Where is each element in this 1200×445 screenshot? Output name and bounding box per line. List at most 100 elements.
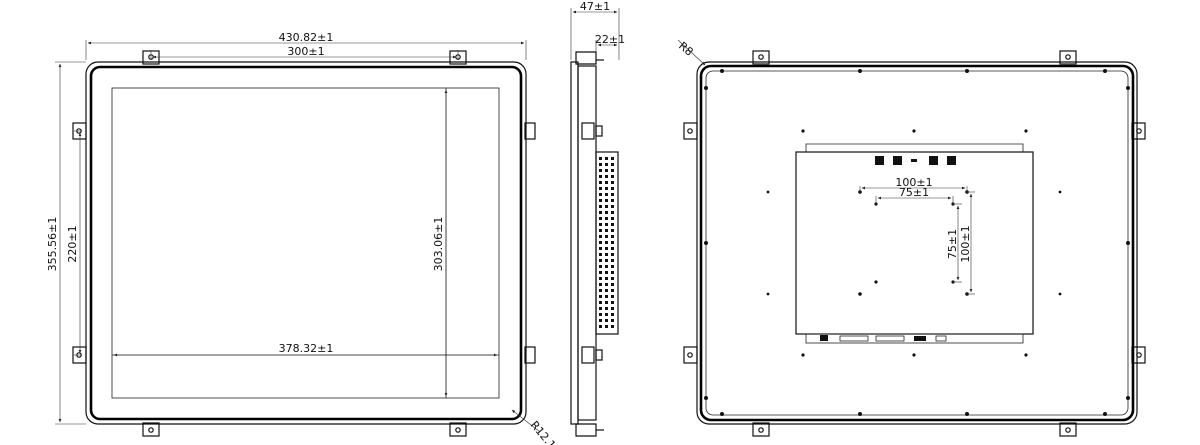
vent-slot [605,253,608,256]
vent-slot [599,277,602,280]
rear-view: R8 [676,39,1146,437]
vent-slot [611,271,614,274]
vent-slot [611,211,614,214]
vent-slot [611,289,614,292]
vent-slot [611,229,614,232]
front-bottom-brackets [142,422,467,437]
rear-corner-radius-label: R8 [676,39,696,58]
vent-slot [605,157,608,160]
vent-slot [605,271,608,274]
vent-slot [605,187,608,190]
vent-slot [605,259,608,262]
front-bracket-height-label: 220±1 [66,225,79,262]
rear-frame-outer [696,61,1138,425]
vent-slot [599,247,602,250]
vent-slot [611,175,614,178]
vesa-holes [858,190,969,296]
front-bezel-inner [89,65,523,421]
vent-slot [611,265,614,268]
vent-slot [611,181,614,184]
vent-slot [599,313,602,316]
vesa-outer-width-label: 100±1 [895,176,932,189]
vent-slot [599,301,602,304]
display-area [111,87,500,399]
vent-slot [611,235,614,238]
vent-slot [599,169,602,172]
vent-slot [611,295,614,298]
vent-slot [599,265,602,268]
rear-top-brackets [752,50,1077,437]
vent-slot [605,301,608,304]
vent-slot [605,265,608,268]
vent-slot [599,193,602,196]
vent-slot [605,283,608,286]
vent-slot [599,199,602,202]
vent-slot [611,277,614,280]
vent-slot [605,217,608,220]
vent-slot [599,241,602,244]
vesa-outer-height-label: 100±1 [959,225,972,262]
vent-slot [605,319,608,322]
vent-slot [605,313,608,316]
vent-slot [611,217,614,220]
vent-slot [599,175,602,178]
vesa-inner-width-label: 75±1 [899,186,929,199]
vent-slot [611,199,614,202]
vent-slot [599,217,602,220]
vent-slot [611,157,614,160]
vent-slot [605,223,608,226]
vent-slot [611,301,614,304]
vent-slot [611,163,614,166]
vent-slot [599,319,602,322]
front-overall-width-label: 430.82±1 [279,31,334,44]
vent-slot [611,283,614,286]
side-view: 47±1 22±1 [570,0,625,437]
vent-slot [599,307,602,310]
vent-slot [599,163,602,166]
side-electronics-box [595,151,619,335]
vent-slot [605,163,608,166]
front-view: 430.82±1 300±1 355.56±1 220±1 303.06±1 3… [46,31,558,445]
vent-slot [599,229,602,232]
vent-slot [605,169,608,172]
vent-slot [611,241,614,244]
rear-perimeter-screws [704,69,1130,416]
vent-slot [611,307,614,310]
display-width-label: 378.32±1 [279,342,334,355]
vent-slot [599,181,602,184]
vent-slot [605,307,608,310]
vent-slot [605,277,608,280]
vent-slot [611,313,614,316]
side-depth-label: 47±1 [580,0,610,13]
vent-slot [605,175,608,178]
front-overall-height-label: 355.56±1 [46,217,59,272]
vent-slot [605,289,608,292]
vent-slot [605,193,608,196]
vent-slot [599,205,602,208]
vent-slot [599,289,602,292]
vent-slot [605,205,608,208]
vent-slot [611,223,614,226]
vent-slot [605,295,608,298]
vent-slot [611,187,614,190]
vent-slot [599,235,602,238]
rear-io-ports [820,335,947,342]
vent-slot [599,253,602,256]
vent-slot [605,325,608,328]
vent-slot [605,241,608,244]
vent-slot [605,229,608,232]
vesa-inner-height-label: 75±1 [946,229,959,259]
vent-slot [611,193,614,196]
vent-slot [611,325,614,328]
side-bezel-depth-label: 22±1 [595,33,625,46]
vent-slot [605,199,608,202]
vent-slot [599,295,602,298]
vent-slot [599,283,602,286]
front-bracket-width-label: 300±1 [287,45,324,58]
vent-slot [611,205,614,208]
rear-control-buttons [875,156,956,165]
vent-slot [599,187,602,190]
vent-slot [599,157,602,160]
rear-frame-inner [699,64,1135,422]
